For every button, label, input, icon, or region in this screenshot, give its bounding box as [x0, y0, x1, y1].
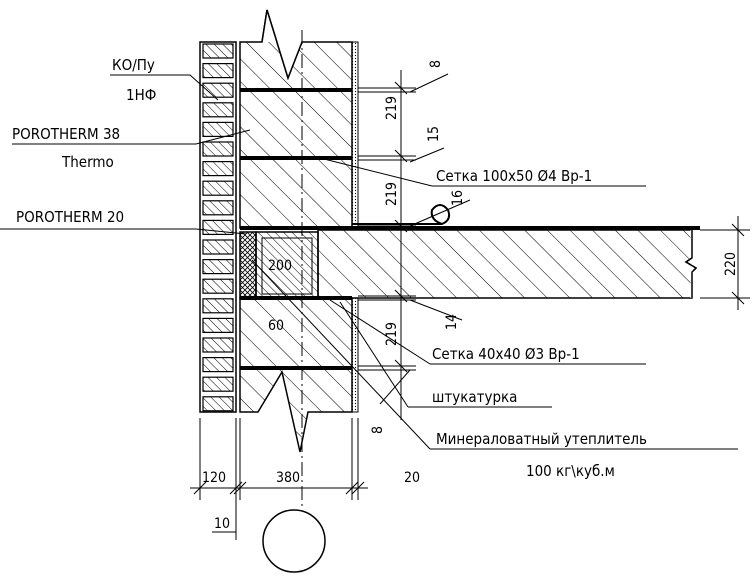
axis-marker	[262, 509, 326, 573]
facing-brick-column	[199, 41, 237, 413]
brick	[202, 121, 234, 138]
dim-joint-3: 16	[450, 190, 466, 206]
vertical-dimension-chain	[358, 70, 750, 420]
dim-joint-bottom: 8	[370, 426, 386, 434]
label-facing-brick: КО/Пу	[112, 56, 155, 74]
dim-air-gap: 10	[214, 516, 230, 532]
dim-course-2: 219	[384, 182, 400, 206]
brick	[202, 43, 234, 59]
floor-slab	[317, 229, 698, 299]
dim-joint-4: 14	[444, 314, 460, 330]
dim-insulation-width: 60	[268, 318, 284, 334]
brick	[202, 357, 234, 373]
brick	[202, 376, 234, 392]
mesh-hook	[352, 204, 451, 225]
leader-lines	[0, 73, 738, 450]
brick	[202, 200, 234, 216]
dim-joint-top: 8	[428, 60, 444, 68]
label-mesh-top: Сетка 100х50 Ø4 Вр-1	[436, 167, 592, 185]
brick	[202, 180, 234, 196]
brick	[202, 161, 234, 177]
label-block-inner: POROTHERM 20	[16, 208, 124, 226]
dim-wall-brick: 120	[202, 470, 226, 486]
dim-wall-block: 380	[276, 470, 300, 486]
label-facing-brick-grade: 1НФ	[126, 86, 156, 104]
horizontal-dimension-chain	[190, 418, 368, 540]
label-block-main: POROTHERM 38	[12, 125, 120, 143]
brick	[202, 337, 234, 353]
dim-course-3: 219	[384, 322, 400, 346]
label-insulation: Минераловатный утеплитель	[436, 430, 647, 448]
brick	[202, 239, 234, 255]
dim-slab-thickness: 220	[723, 252, 739, 276]
dim-course-1: 219	[384, 96, 400, 120]
brick	[202, 298, 234, 314]
label-plaster: штукатурка	[432, 388, 517, 406]
brick	[202, 278, 234, 294]
mineral-wool-insulation	[239, 231, 257, 299]
label-insulation-density: 100 кг\куб.м	[526, 462, 615, 480]
dim-joint-2: 15	[426, 126, 442, 142]
brick	[202, 102, 234, 118]
brick	[202, 396, 234, 412]
brick	[202, 141, 234, 157]
label-block-main-sub: Thermo	[61, 153, 114, 171]
brick	[202, 62, 234, 79]
brick	[202, 259, 234, 275]
label-mesh-bottom: Сетка 40х40 Ø3 Вр-1	[432, 345, 580, 363]
dim-wall-plaster: 20	[404, 470, 420, 486]
dim-inner-block: 200	[268, 258, 292, 274]
brick	[202, 317, 234, 333]
